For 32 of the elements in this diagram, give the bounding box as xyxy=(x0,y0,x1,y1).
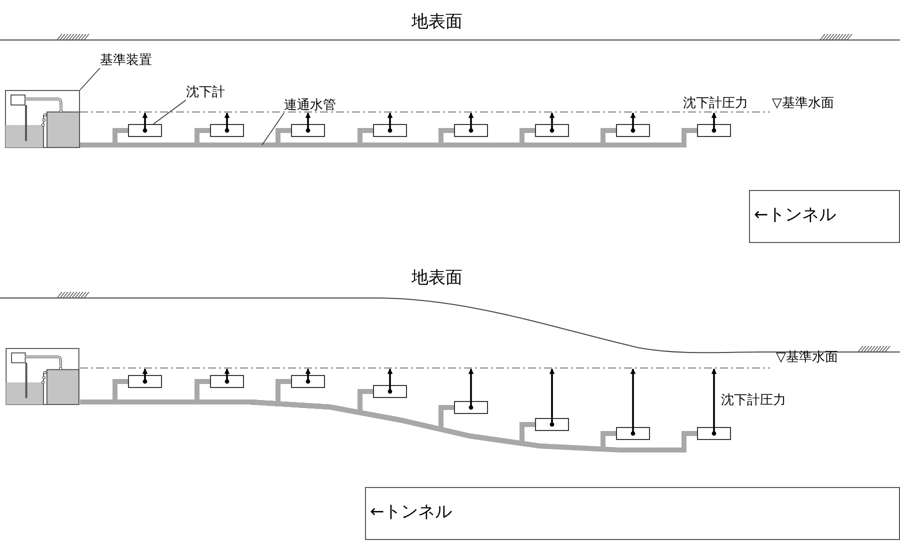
callout-label: 基準装置 xyxy=(100,53,152,68)
leader-line xyxy=(262,112,284,146)
callout-label: 沈下計 xyxy=(186,85,225,100)
gauge-box xyxy=(210,375,244,388)
gauge-box xyxy=(616,427,650,440)
ground-surface-label: 地表面 xyxy=(412,12,462,32)
gauge-box xyxy=(291,375,325,388)
gauge-box xyxy=(454,401,488,414)
gauge-box xyxy=(210,124,244,137)
tunnel-box: ←トンネル xyxy=(365,487,900,540)
gauge-box xyxy=(373,385,407,398)
water-level-label: ▽基準水面 xyxy=(772,96,834,111)
gauge-box xyxy=(697,427,731,440)
leader-line xyxy=(80,68,100,90)
water-level-label: ▽基準水面 xyxy=(776,350,838,365)
gauge-box xyxy=(697,124,731,137)
callout-label: 連通水管 xyxy=(284,98,336,113)
reference-device-drawing xyxy=(5,90,80,148)
pressure-label: 沈下計圧力 xyxy=(683,96,748,111)
tunnel-box: ←トンネル xyxy=(749,190,900,243)
pressure-label: 沈下計圧力 xyxy=(721,393,786,408)
reference-device-drawing xyxy=(5,348,80,405)
gauge-box xyxy=(373,124,407,137)
gauge-box xyxy=(535,124,569,137)
gauge-box xyxy=(128,124,162,137)
gauge-box xyxy=(291,124,325,137)
leader-line xyxy=(153,100,186,124)
gauge-box xyxy=(454,124,488,137)
gauge-box xyxy=(128,375,162,388)
gauge-box xyxy=(535,418,569,431)
gauge-box xyxy=(616,124,650,137)
ground-surface-label: 地表面 xyxy=(412,268,462,288)
